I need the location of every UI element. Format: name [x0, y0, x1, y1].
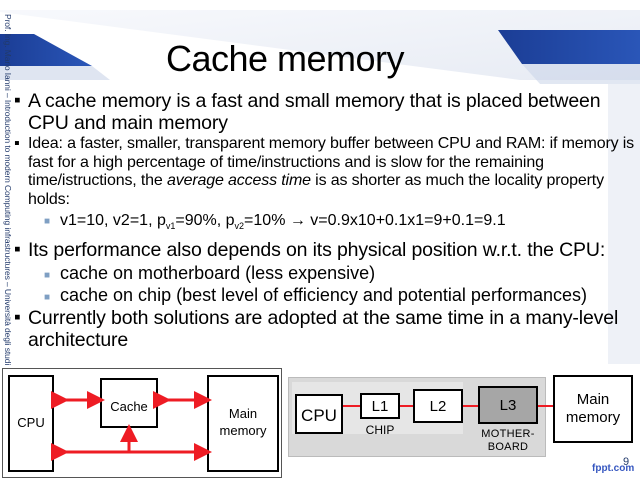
bullet-text: Currently both solutions are adopted at …	[28, 307, 619, 352]
l2-label: L2	[429, 398, 447, 415]
sub-bullet-item: ■ cache on chip (best level of efficienc…	[14, 284, 640, 306]
bullet-marker: ▪	[14, 135, 20, 152]
sub-bullet-marker: ■	[44, 270, 51, 282]
bullet-marker: ▪	[14, 239, 21, 261]
chip-label: CHIP	[365, 423, 395, 437]
bullet-item: ▪ A cache memory is a fast and small mem…	[14, 90, 640, 134]
formula-text: v1=10, v2=1, p	[60, 212, 166, 229]
page-number: 9	[623, 456, 630, 468]
l3-label: L3	[499, 397, 517, 414]
motherboard-label: MOTHER- BOARD	[470, 428, 546, 454]
main-memory-right-label-line: memory	[565, 409, 621, 426]
left-blue-band	[0, 34, 92, 66]
l2-box: L2	[413, 389, 463, 423]
sub-bullet-text: cache on chip (best level of efficiency …	[60, 285, 587, 306]
cpu-chip-label: CPU	[301, 406, 337, 425]
sub-bullet-marker: ■	[44, 292, 51, 304]
brand-logo-text: fppt.com	[592, 463, 635, 474]
bullet-text: Its performance also depends on its phys…	[28, 239, 606, 262]
cpu-box: CPU	[8, 375, 54, 472]
formula-text: =10% → v=0.9x10+0.1x1=9+0.1=9.1	[244, 212, 506, 229]
bullet-item: ▪ Its performance also depends on its ph…	[14, 239, 640, 261]
l3-box: L3	[478, 386, 538, 424]
right-diagram-connectors	[343, 405, 553, 407]
sub-bullet-item: ■ v1=10, v2=1, pv1=90%, pv2=10% → v=0.9x…	[14, 211, 640, 236]
motherboard-label-line: MOTHER-	[481, 428, 535, 440]
subscript: v1	[165, 221, 176, 232]
main-memory-right-label: Main memory	[555, 391, 631, 427]
slide-title: Cache memory	[165, 38, 405, 79]
sub-bullet-text: cache on motherboard (less expensive)	[60, 263, 376, 284]
main-memory-right-box: Main memory	[553, 375, 633, 443]
main-memory-right-label-line: Main	[576, 391, 610, 408]
cache-label: Cache	[110, 399, 148, 414]
cpu-label: CPU	[17, 415, 45, 430]
bullet-text: is as shorter as much the locality prope…	[28, 172, 604, 208]
bullet-marker: ▪	[14, 90, 21, 111]
motherboard-label-line: BOARD	[487, 441, 529, 453]
bullet-list: ▪ A cache memory is a fast and small mem…	[14, 90, 640, 351]
bullet-text: A cache memory is a fast and small memor…	[28, 90, 601, 134]
sub-bullet-item: ■ cache on motherboard (less expensive)	[14, 262, 640, 284]
main-memory-box: Main memory	[207, 375, 279, 472]
bullet-marker: ▪	[14, 307, 21, 329]
main-memory-label-line: memory	[219, 423, 267, 438]
bullet-item: ▪ Idea: a faster, smaller, transparent m…	[14, 135, 640, 209]
cpu-chip-box: CPU	[295, 394, 343, 434]
subscript: v2	[234, 221, 245, 232]
l1-box: L1	[360, 393, 400, 419]
emphasis-text: average access time	[166, 172, 311, 189]
formula-text: =90%, p	[175, 212, 235, 229]
sub-bullet-marker: ■	[44, 216, 51, 227]
right-blue-band	[498, 30, 640, 64]
top-soft-band	[0, 10, 640, 80]
bullet-item: ▪ Currently both solutions are adopted a…	[14, 307, 628, 351]
left-diagram-arrows	[51, 391, 212, 461]
main-memory-label: Main memory	[209, 405, 277, 439]
bullet-text: Idea: a faster, smaller, transparent mem…	[28, 135, 635, 189]
main-memory-label-line: Main	[228, 406, 258, 421]
l1-label: L1	[371, 398, 389, 415]
